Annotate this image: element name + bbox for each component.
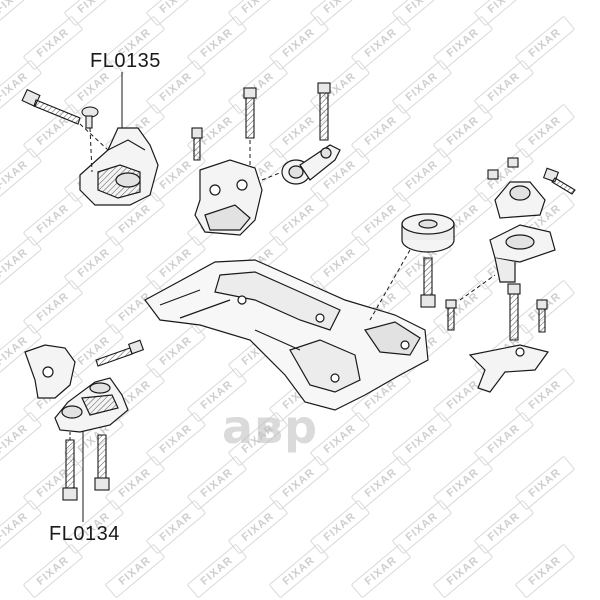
assembly-line bbox=[79, 123, 109, 151]
bolt-left-lower-bracket bbox=[95, 339, 145, 367]
torque-rod bbox=[281, 144, 341, 185]
assembly-line bbox=[261, 171, 283, 181]
engine-mount-fl0134 bbox=[54, 377, 129, 433]
part-number-label-fl0135: FL0135 bbox=[90, 50, 161, 72]
brand-watermark: авр bbox=[222, 400, 319, 454]
bolt-fl0135 bbox=[21, 88, 99, 129]
bolt-torque-rod bbox=[317, 82, 331, 141]
bolt-upper-bracket bbox=[191, 87, 257, 161]
bolt-center-mount bbox=[420, 257, 457, 331]
bracket-left-lower bbox=[24, 344, 76, 399]
assembly-line bbox=[89, 127, 93, 173]
center-round-mount bbox=[401, 213, 455, 253]
bolts-fl0134 bbox=[62, 434, 110, 501]
right-upper-mount bbox=[489, 181, 556, 283]
part-number-label-fl0134: FL0134 bbox=[49, 523, 120, 545]
assembly-line bbox=[459, 274, 496, 301]
subframe bbox=[144, 259, 429, 411]
right-lower-bracket bbox=[468, 344, 550, 393]
upper-bracket bbox=[194, 159, 263, 236]
engine-mount-fl0135 bbox=[79, 127, 159, 206]
nut-right-mount bbox=[487, 157, 576, 195]
bolt-right-lower bbox=[507, 283, 548, 341]
